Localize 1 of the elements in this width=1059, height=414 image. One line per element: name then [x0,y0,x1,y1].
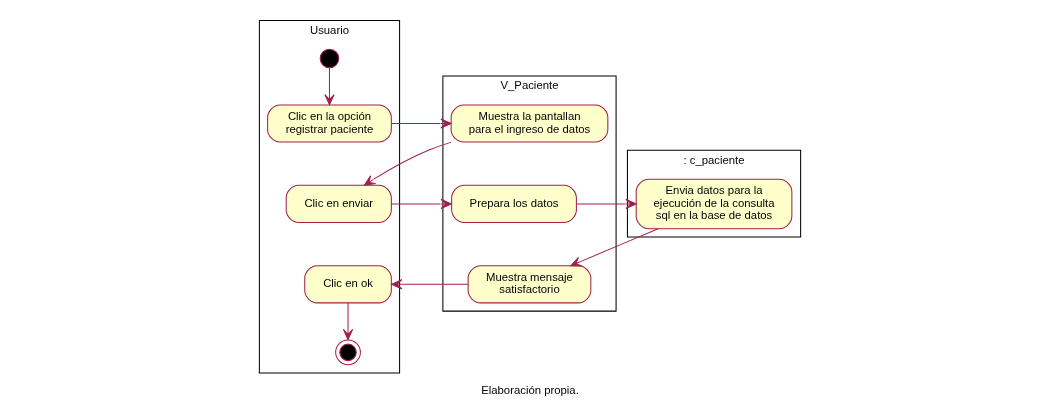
caption: Elaboración propia. [480,384,579,397]
